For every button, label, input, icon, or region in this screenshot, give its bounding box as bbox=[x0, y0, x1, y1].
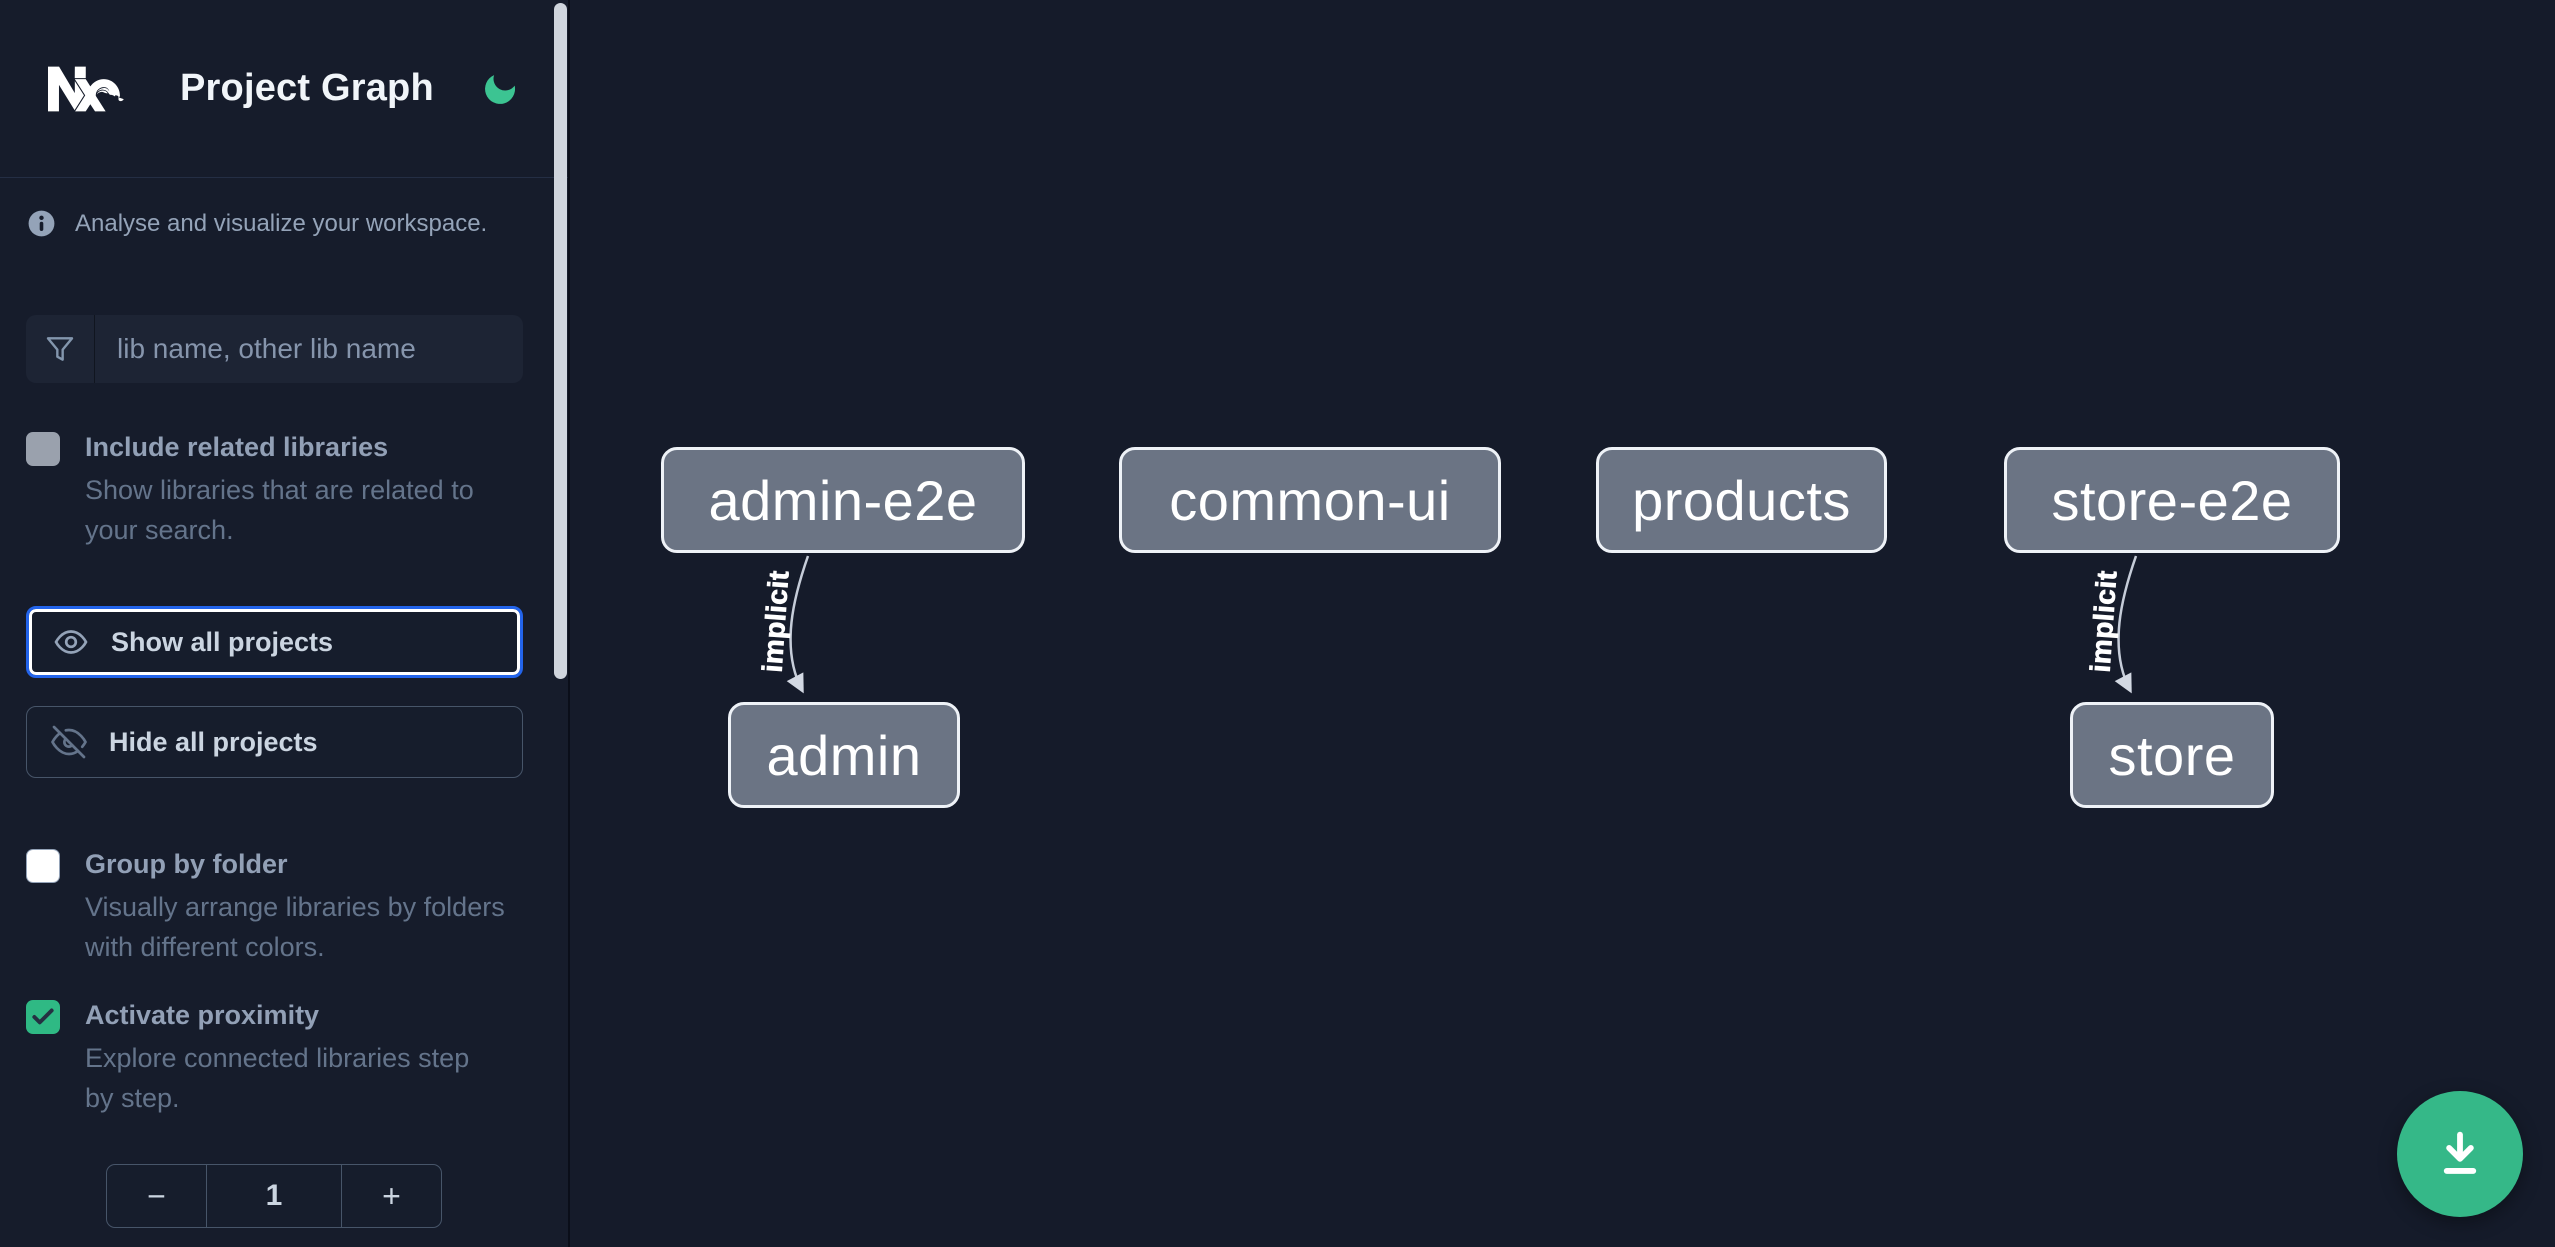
group-by-folder-row: Group by folder Visually arrange librari… bbox=[26, 846, 536, 967]
graph-node-store-e2e[interactable]: store-e2e bbox=[2004, 447, 2340, 553]
nx-logo bbox=[48, 66, 124, 111]
decrement-button[interactable]: − bbox=[107, 1165, 206, 1227]
increment-button[interactable]: + bbox=[342, 1165, 441, 1227]
activate-proximity-label: Activate proximity bbox=[85, 1000, 320, 1030]
theme-toggle-button[interactable] bbox=[480, 69, 520, 109]
search-input[interactable] bbox=[95, 315, 523, 383]
hide-all-projects-button[interactable]: Hide all projects bbox=[26, 706, 523, 778]
show-all-projects-button[interactable]: Show all projects bbox=[26, 606, 523, 678]
eye-off-icon bbox=[51, 725, 87, 759]
group-by-folder-label: Group by folder bbox=[85, 849, 288, 879]
activate-proximity-row: Activate proximity Explore connected lib… bbox=[26, 997, 536, 1118]
tagline-text: Analyse and visualize your workspace. bbox=[75, 209, 488, 237]
download-image-button[interactable] bbox=[2397, 1091, 2523, 1217]
group-by-folder-checkbox[interactable] bbox=[26, 849, 60, 883]
sidebar-scrollbar-thumb[interactable] bbox=[554, 3, 567, 679]
search-box bbox=[26, 315, 523, 383]
graph-node-admin[interactable]: admin bbox=[728, 702, 960, 808]
info-icon bbox=[28, 210, 55, 237]
graph-canvas[interactable]: implicit implicit admin-e2e common-ui pr… bbox=[570, 0, 2555, 1247]
activate-proximity-description: Explore connected libraries step by step… bbox=[85, 1043, 470, 1113]
sidebar-header: Project Graph bbox=[0, 0, 568, 178]
proximity-depth-stepper: − 1 + bbox=[106, 1164, 442, 1228]
funnel-icon bbox=[46, 337, 74, 361]
page-title: Project Graph bbox=[180, 67, 434, 109]
graph-edges-layer: implicit implicit bbox=[756, 555, 2138, 694]
moon-icon bbox=[484, 74, 515, 104]
include-related-label: Include related libraries bbox=[85, 432, 389, 462]
group-by-folder-description: Visually arrange libraries by folders wi… bbox=[85, 892, 505, 962]
include-related-checkbox[interactable] bbox=[26, 432, 60, 466]
sidebar-content: Analyse and visualize your workspace. In… bbox=[0, 208, 536, 1228]
include-related-row: Include related libraries Show libraries… bbox=[26, 429, 536, 550]
graph-node-admin-e2e[interactable]: admin-e2e bbox=[661, 447, 1025, 553]
edge-admin-e2e-to-admin bbox=[786, 555, 810, 694]
check-icon bbox=[32, 1008, 54, 1025]
depth-value[interactable]: 1 bbox=[206, 1165, 342, 1227]
include-related-description: Show libraries that are related to your … bbox=[85, 475, 474, 545]
show-all-projects-label: Show all projects bbox=[111, 626, 334, 657]
tagline-row: Analyse and visualize your workspace. bbox=[26, 208, 536, 239]
edge-label-implicit-2: implicit bbox=[2085, 569, 2123, 673]
filter-icon-cell bbox=[26, 315, 95, 383]
eye-icon bbox=[54, 630, 88, 654]
edge-store-e2e-to-store bbox=[2114, 555, 2138, 694]
sidebar: Project Graph Analyse and visualize your… bbox=[0, 0, 570, 1247]
graph-node-products[interactable]: products bbox=[1596, 447, 1887, 553]
download-icon bbox=[2443, 1131, 2477, 1174]
hide-all-projects-label: Hide all projects bbox=[109, 726, 318, 757]
graph-node-common-ui[interactable]: common-ui bbox=[1119, 447, 1501, 553]
graph-node-store[interactable]: store bbox=[2070, 702, 2274, 808]
activate-proximity-checkbox[interactable] bbox=[26, 1000, 60, 1034]
edge-label-implicit-1: implicit bbox=[757, 569, 795, 673]
